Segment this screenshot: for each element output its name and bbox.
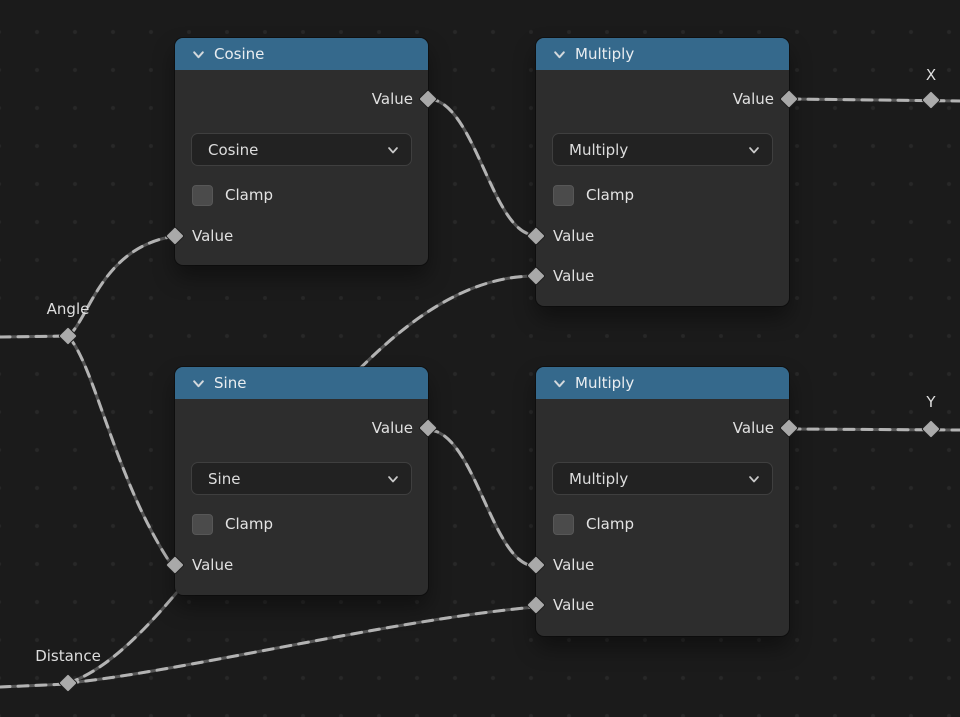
output-socket-label: Value (371, 90, 413, 108)
input-socket-label: Value (192, 227, 234, 245)
chevron-down-icon[interactable] (192, 48, 205, 61)
input-socket-label: Value (553, 267, 595, 285)
chevron-down-icon (388, 475, 398, 482)
reroute-label-y: Y (926, 393, 936, 411)
operation-dropdown[interactable]: Cosine (191, 133, 412, 166)
output-socket-label: Value (371, 419, 413, 437)
input-socket-label: Value (553, 556, 595, 574)
wire-angle-to-cosine[interactable] (66, 235, 172, 338)
chevron-down-icon[interactable] (192, 377, 205, 390)
node-multiply-bottom-header[interactable]: Multiply (536, 367, 789, 399)
clamp-checkbox[interactable] (192, 184, 213, 206)
wire-multiply2-to-y[interactable] (788, 427, 960, 432)
clamp-label: Clamp (225, 186, 273, 204)
node-cosine[interactable]: Cosine Value Cosine Clamp Value (165, 38, 438, 265)
operation-dropdown[interactable]: Multiply (552, 133, 773, 166)
wire-distance-to-multiply2[interactable] (66, 605, 537, 685)
chevron-down-icon (388, 146, 398, 153)
reroute-label-x: X (925, 66, 937, 84)
node-multiply-bottom[interactable]: Multiply Value Multiply Clamp Value Valu… (526, 367, 799, 636)
node-cosine-header[interactable]: Cosine (175, 38, 428, 70)
operation-dropdown[interactable]: Sine (191, 462, 412, 495)
node-title: Sine (214, 374, 247, 392)
operation-dropdown[interactable]: Multiply (552, 462, 773, 495)
wire-sine-to-multiply2[interactable] (426, 428, 537, 568)
input-socket-label: Value (553, 227, 595, 245)
clamp-label: Clamp (225, 515, 273, 533)
wire-multiply1-to-x[interactable] (788, 97, 960, 103)
node-title: Multiply (575, 374, 635, 392)
chevron-down-icon[interactable] (553, 377, 566, 390)
clamp-checkbox[interactable] (553, 513, 574, 535)
chevron-down-icon (749, 146, 759, 153)
reroute-label-distance: Distance (35, 647, 101, 665)
output-socket-label: Value (732, 90, 774, 108)
node-multiply-top[interactable]: Multiply Value Multiply Clamp Value Valu… (526, 38, 799, 306)
wire-distance-to-multiply2[interactable] (66, 605, 537, 685)
node-sine-header[interactable]: Sine (175, 367, 428, 399)
node-title: Cosine (214, 45, 265, 63)
input-socket-label: Value (192, 556, 234, 574)
input-socket-label: Value (553, 596, 595, 614)
wire-cosine-to-multiply1[interactable] (426, 97, 537, 237)
operation-dropdown-value: Sine (208, 469, 241, 488)
chevron-down-icon[interactable] (553, 48, 566, 61)
reroute-label-angle: Angle (46, 300, 90, 318)
operation-dropdown-value: Multiply (569, 140, 629, 159)
chevron-down-icon (749, 475, 759, 482)
operation-dropdown-value: Cosine (208, 140, 259, 159)
wire-angle-incoming[interactable] (0, 334, 70, 339)
node-multiply-top-header[interactable]: Multiply (536, 38, 789, 70)
wire-angle-to-sine[interactable] (66, 334, 173, 566)
clamp-checkbox[interactable] (553, 184, 574, 206)
node-sine[interactable]: Sine Value Sine Clamp Value (165, 367, 438, 595)
operation-dropdown-value: Multiply (569, 469, 629, 488)
node-title: Multiply (575, 45, 635, 63)
wire-angle-to-sine[interactable] (66, 334, 173, 566)
wire-distance-incoming[interactable] (0, 682, 70, 689)
output-socket-label: Value (732, 419, 774, 437)
clamp-checkbox[interactable] (192, 513, 213, 535)
wire-angle-to-cosine[interactable] (66, 235, 172, 338)
clamp-label: Clamp (586, 186, 634, 204)
clamp-label: Clamp (586, 515, 634, 533)
